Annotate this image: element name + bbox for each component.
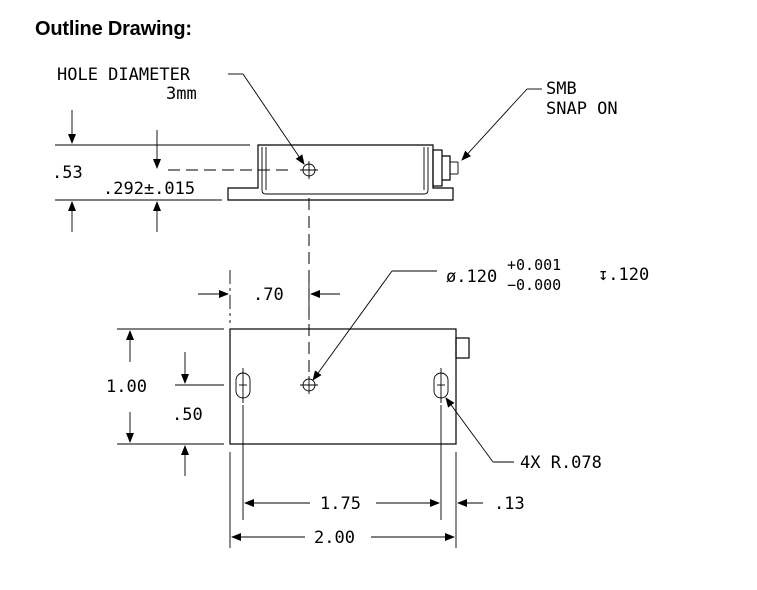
dimension-height-label: .53 — [52, 163, 83, 183]
dimension-slot-edge-label: .13 — [494, 494, 525, 514]
smb-connector-body — [442, 155, 451, 181]
side-view-inner-outline — [261, 147, 429, 195]
callout-hole-diameter-line2: 3mm — [166, 84, 197, 104]
callout-slot: 4X R.078 — [445, 397, 602, 473]
dimension-height: .53 — [52, 110, 83, 232]
callout-bore: ø.120 +0.001 −0.000 ↧.120 — [312, 256, 649, 381]
side-view-body — [227, 144, 454, 201]
callout-smb-line1: SMB — [546, 79, 577, 99]
top-view-connector — [455, 337, 470, 359]
callout-bore-depth: ↧.120 — [598, 265, 649, 285]
callout-hole-diameter-line1: HOLE DIAMETER — [57, 65, 191, 85]
smb-connector-base — [432, 149, 443, 187]
top-view — [229, 328, 470, 445]
top-view-body — [229, 328, 457, 445]
callout-smb: SMB SNAP ON — [461, 79, 618, 161]
dimension-hole-height: .292±.015 — [103, 130, 195, 232]
dimension-slot-edge: .13 — [457, 494, 525, 514]
dimension-width: 1.00 — [106, 330, 147, 443]
dimension-length: 2.00 — [231, 528, 455, 548]
side-view — [55, 144, 459, 201]
dimension-length-label: 2.00 — [314, 528, 355, 548]
dimension-hole-offset-label: .70 — [253, 285, 284, 305]
callout-bore-tol-plus: +0.001 — [507, 256, 561, 274]
dimension-hole-y-label: .50 — [172, 405, 203, 425]
callout-slot-label: 4X R.078 — [520, 453, 602, 473]
drawing-title: Outline Drawing: — [35, 18, 192, 40]
callout-bore-tol-minus: −0.000 — [507, 276, 561, 294]
dimension-slot-spacing: 1.75 — [244, 494, 440, 514]
dimension-width-label: 1.00 — [106, 377, 147, 397]
callout-bore-diameter: ø.120 — [446, 267, 497, 287]
callout-hole-diameter: HOLE DIAMETER 3mm — [57, 65, 305, 165]
dimension-hole-height-label: .292±.015 — [103, 179, 195, 199]
callout-smb-line2: SNAP ON — [546, 99, 618, 119]
dimension-hole-offset: .70 — [198, 285, 340, 305]
dimension-hole-y: .50 — [172, 352, 203, 476]
dimension-slot-spacing-label: 1.75 — [320, 494, 361, 514]
